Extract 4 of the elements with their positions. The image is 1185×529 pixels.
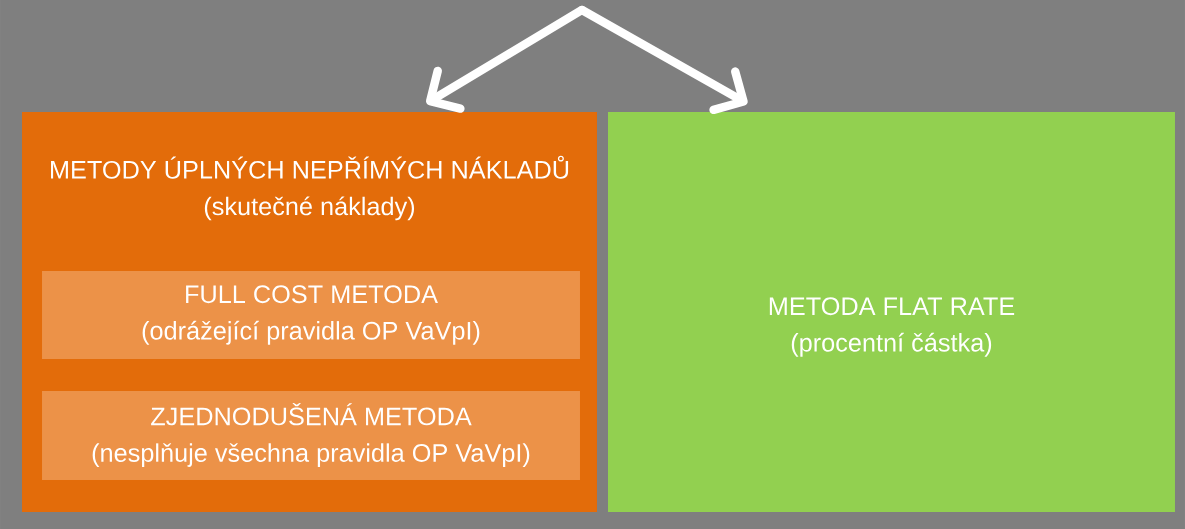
sub-method-box: ZJEDNODUŠENÁ METODA (nesplňuje všechna pravidla OP VaVpI) bbox=[42, 391, 580, 480]
arrow bbox=[577, 5, 748, 115]
sub-method-box: FULL COST METODA (odrážející pravidla OP VaVpI) bbox=[42, 271, 580, 359]
method-box: METODA FLAT RATE (procentní částka) bbox=[608, 112, 1175, 512]
